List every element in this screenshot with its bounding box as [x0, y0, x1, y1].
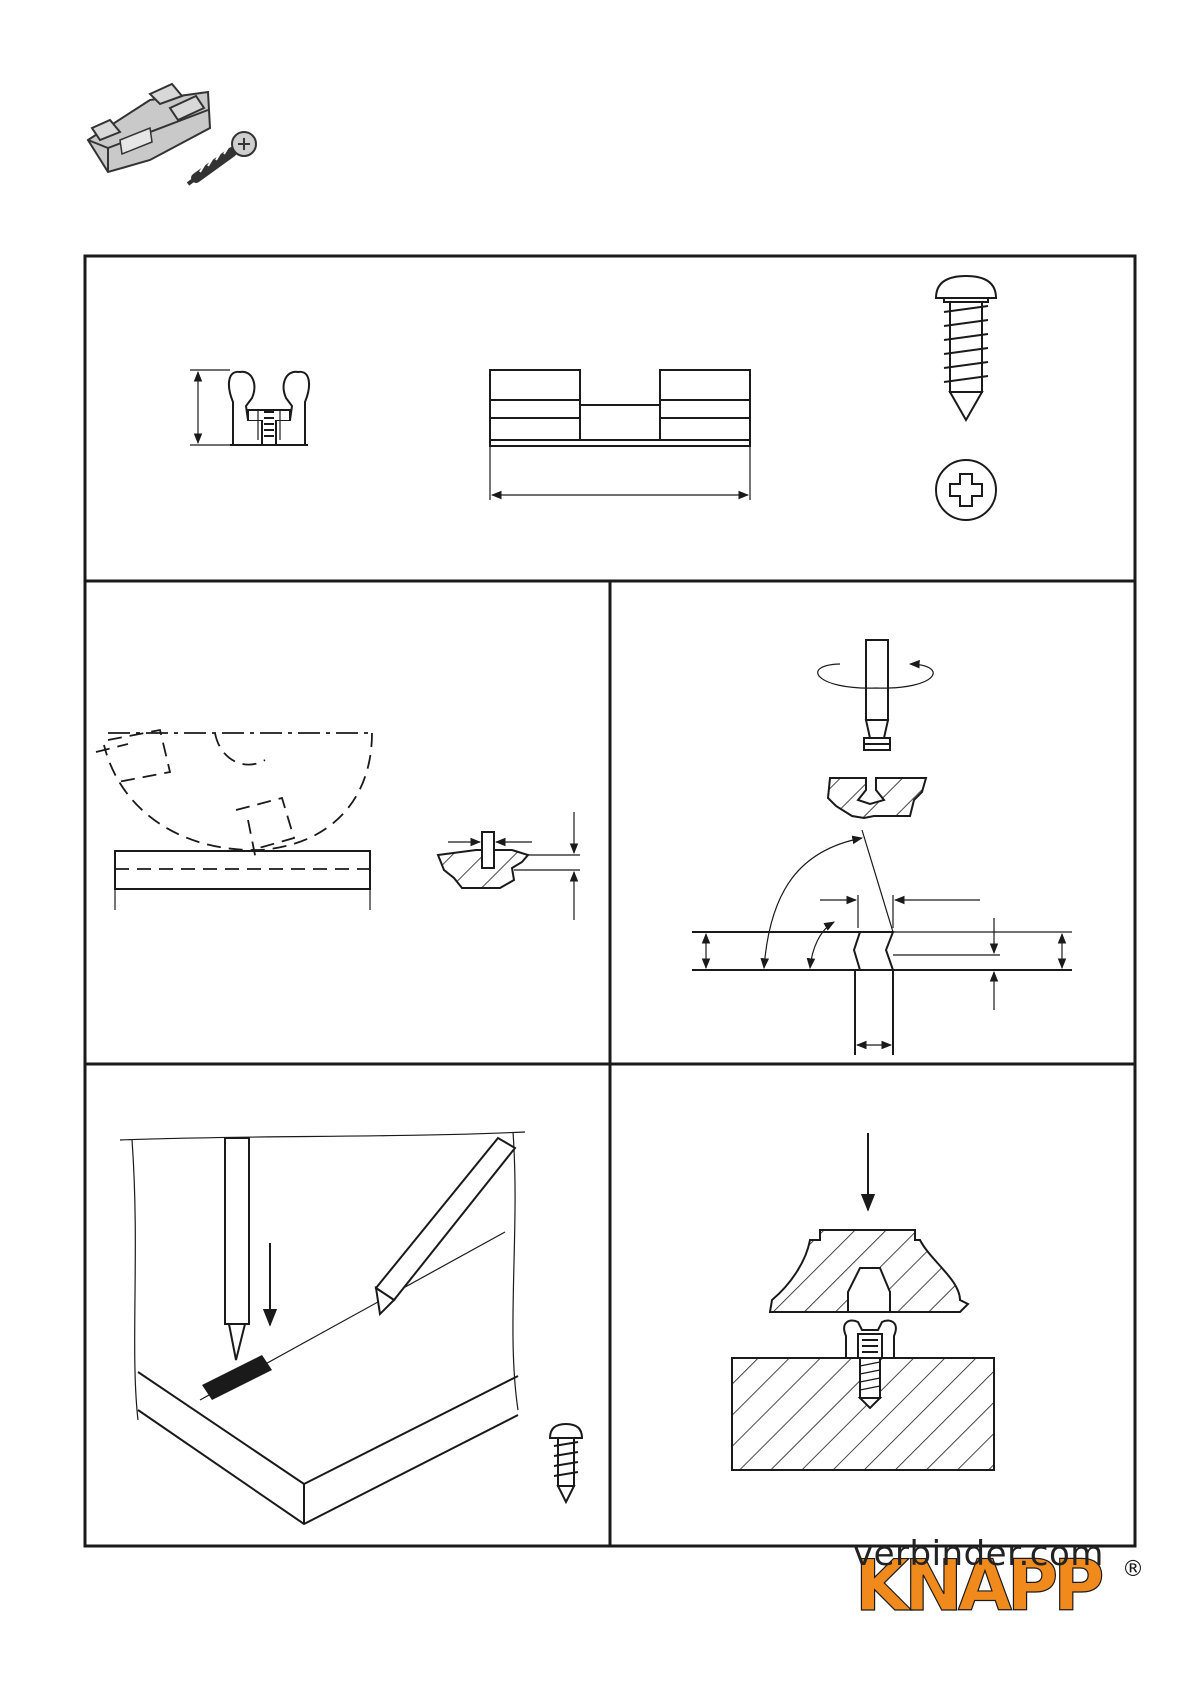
screwdriver-icon	[225, 1138, 249, 1360]
brand-website: verbinder.com	[853, 1534, 1153, 1574]
panel-assembly	[732, 1133, 994, 1470]
panel-routing	[96, 730, 580, 920]
product-thumbnail	[88, 84, 256, 184]
clip-profile	[190, 370, 309, 445]
panel-grid	[85, 256, 1135, 1546]
pencil-icon	[376, 1138, 515, 1314]
moulding-profile	[770, 1230, 968, 1312]
screwdriver-bit	[818, 640, 933, 750]
panel-product-dimensions	[190, 276, 996, 520]
screw-small-icon	[550, 1424, 582, 1502]
phillips-head-icon	[936, 460, 996, 520]
clip-side-view	[490, 370, 750, 500]
groove-profile-small	[438, 812, 580, 920]
panel-mounting	[120, 1132, 582, 1524]
screw-side-view	[936, 276, 996, 420]
screw-3d-icon	[188, 132, 256, 184]
panel-groove-profile	[692, 640, 1072, 1055]
clip-3d-icon	[88, 84, 210, 172]
